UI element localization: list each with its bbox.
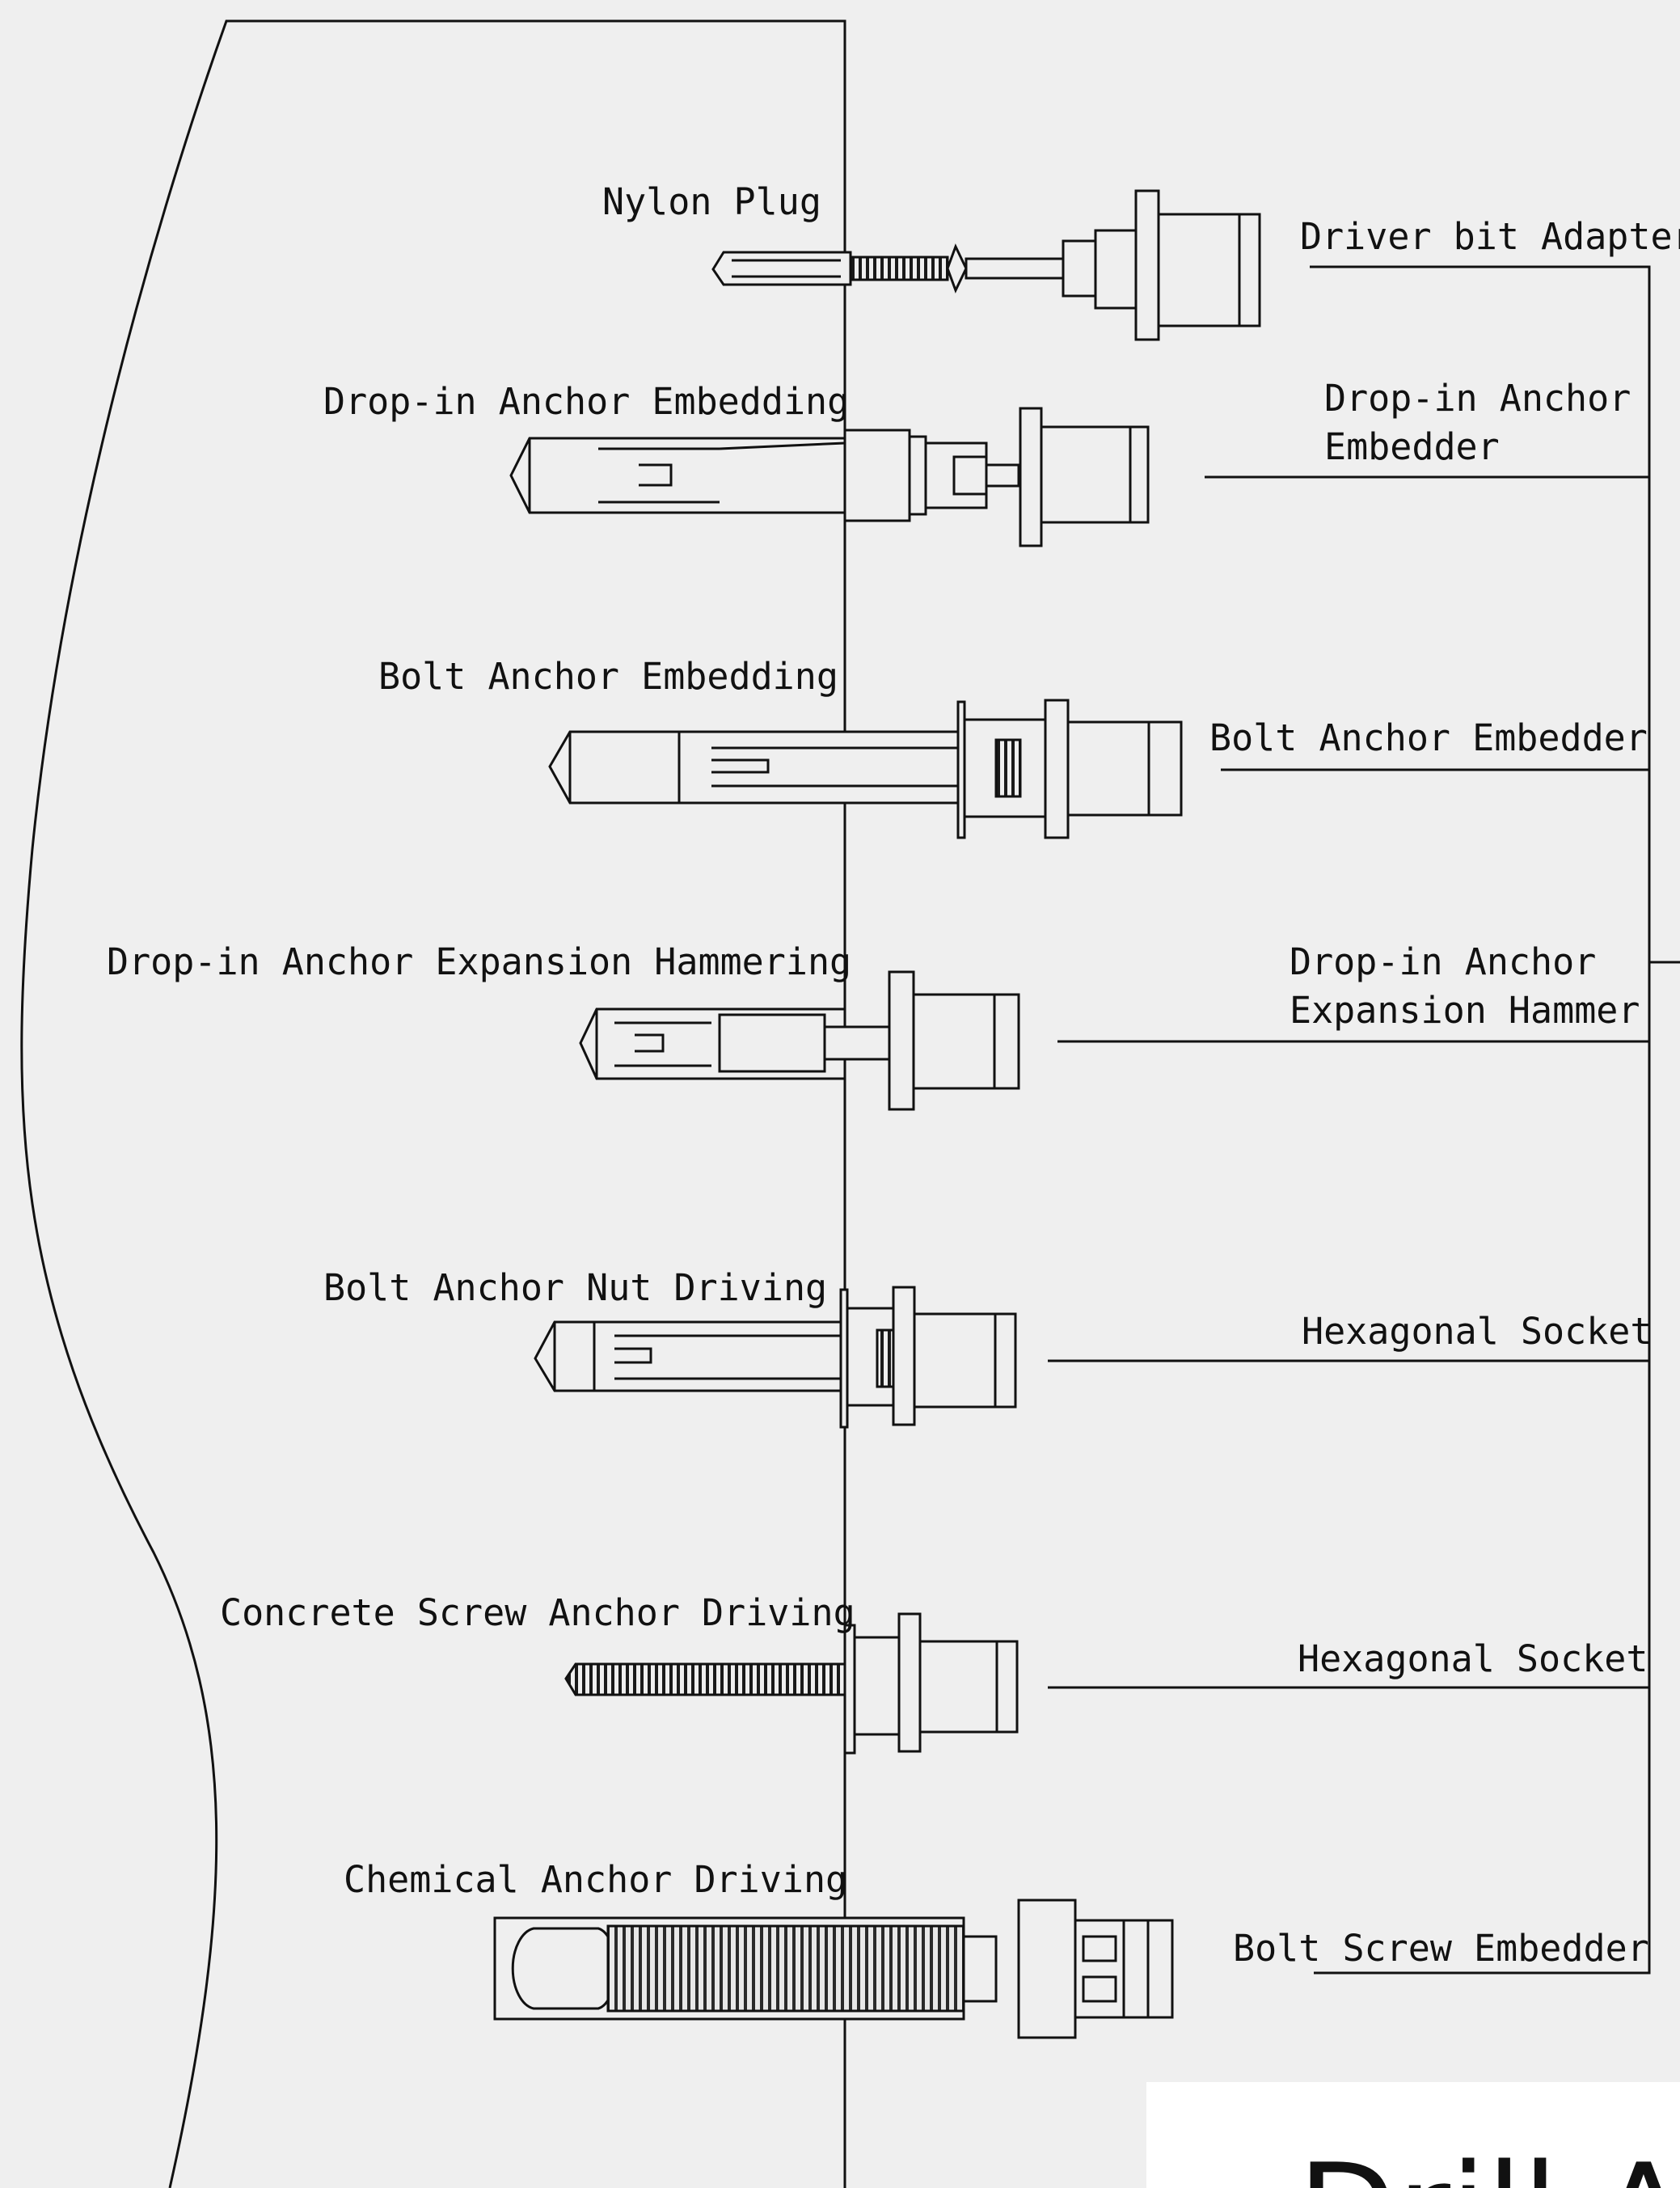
label-chemical-anchor: Chemical Anchor Driving: [344, 1858, 847, 1901]
label-hammer-line1: Drop-in Anchor: [1290, 940, 1596, 983]
label-bolt-screw-embedder: Bolt Screw Embedder: [1233, 1927, 1649, 1970]
bolt-anchor-embedding-assembly: [548, 699, 1183, 839]
footer-panel: [1146, 2082, 1680, 2188]
label-bolt-nut-driving: Bolt Anchor Nut Driving: [323, 1266, 827, 1309]
concrete-wall-outline: [20, 19, 846, 2188]
label-bolt-embedding: Bolt Anchor Embedding: [378, 655, 838, 698]
label-dropin-embedder-line1: Drop-in Anchor: [1324, 377, 1631, 420]
label-nylon-plug: Nylon Plug: [602, 180, 821, 223]
footer-partial-title: Drill A: [1298, 2135, 1680, 2188]
dropin-anchor-embedding-assembly: [509, 407, 1150, 547]
dropin-hammering-assembly: [579, 970, 1020, 1111]
label-dropin-embedding: Drop-in Anchor Embedding: [323, 380, 849, 423]
label-dropin-hammering: Drop-in Anchor Expansion Hammering: [107, 940, 851, 983]
label-hex-socket-1: Hexagonal Socket: [1302, 1310, 1652, 1353]
label-hammer-line2: Expansion Hammer: [1290, 989, 1640, 1032]
concrete-screw-assembly: [564, 1612, 1019, 1755]
label-bolt-anchor-embedder: Bolt Anchor Embedder: [1209, 716, 1648, 759]
nylon-plug-assembly: [711, 189, 1261, 341]
bolt-nut-driving-assembly: [534, 1286, 1017, 1429]
chemical-anchor-assembly: [493, 1899, 1174, 2039]
label-dropin-embedder-line2: Embedder: [1324, 425, 1500, 468]
label-hex-socket-2: Hexagonal Socket: [1298, 1637, 1648, 1680]
label-concrete-screw: Concrete Screw Anchor Driving: [220, 1591, 855, 1634]
label-driver-bit-adapter: Driver bit Adapter: [1300, 215, 1680, 258]
bracket-bus-line: [1310, 265, 1651, 1975]
